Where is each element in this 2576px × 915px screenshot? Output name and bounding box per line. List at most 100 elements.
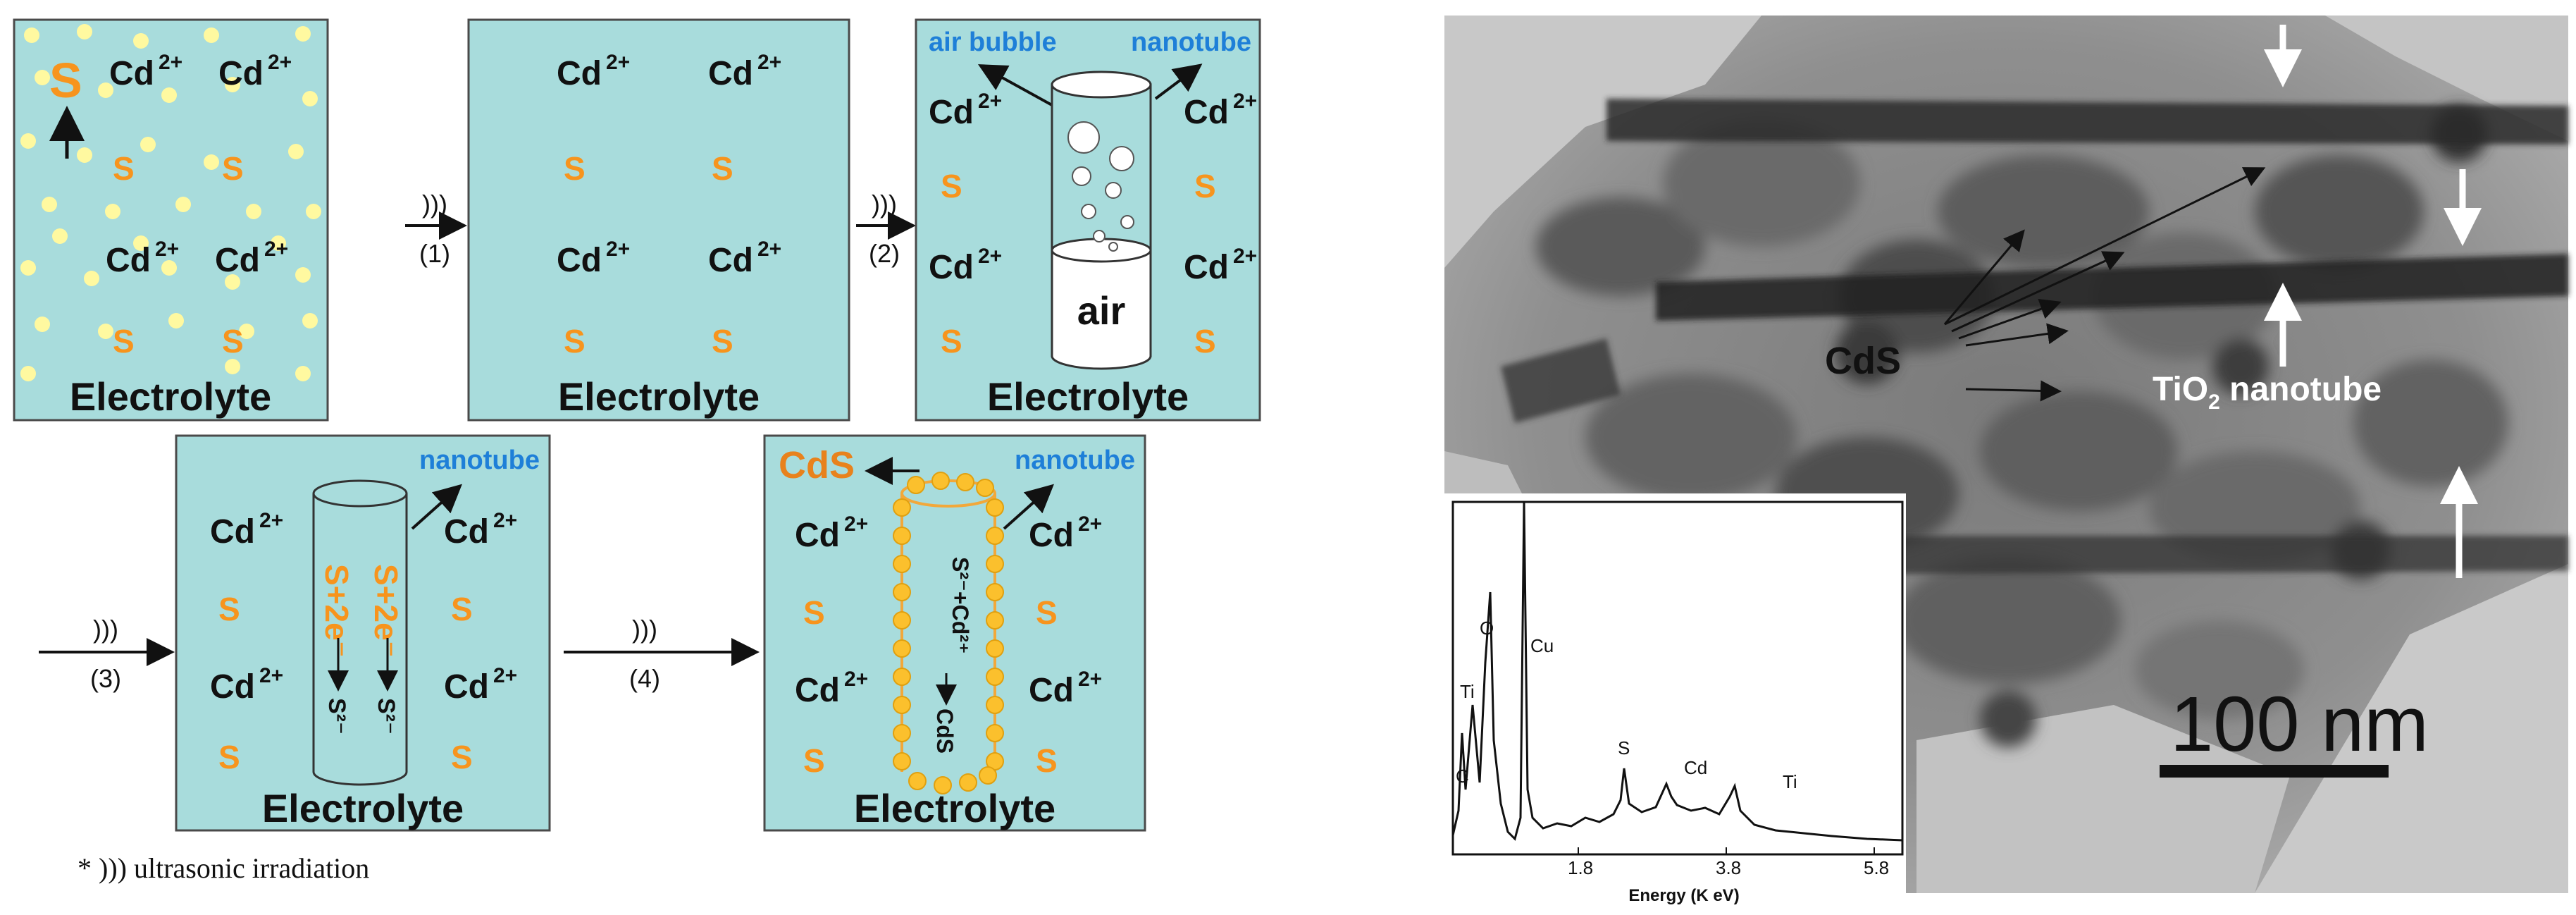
svg-text:(3): (3) xyxy=(90,664,121,693)
svg-text:Cd: Cd xyxy=(557,55,602,92)
svg-text:2+: 2+ xyxy=(757,238,781,261)
svg-text:Cd: Cd xyxy=(210,668,255,706)
cds-particles xyxy=(893,472,1004,794)
nanotube-label: nanotube xyxy=(419,446,540,475)
svg-text:Cd: Cd xyxy=(708,55,753,92)
reaction-product: S²⁻ xyxy=(373,698,400,735)
sulfur: S xyxy=(564,323,586,360)
eds-spectrum xyxy=(1451,501,1903,842)
sulfur: S xyxy=(222,150,244,187)
svg-text:Cd: Cd xyxy=(929,249,974,286)
svg-text:2+: 2+ xyxy=(259,509,283,532)
svg-text:Cd: Cd xyxy=(109,55,154,92)
electrolyte-label: Electrolyte xyxy=(987,374,1189,419)
svg-text:2+: 2+ xyxy=(757,51,781,74)
svg-text:2+: 2+ xyxy=(155,238,179,261)
svg-text:))): ))) xyxy=(93,615,118,644)
svg-text:1.8: 1.8 xyxy=(1568,857,1593,878)
sulfur: S xyxy=(941,168,962,204)
panel-5: CdS nanotube S²⁻+Cd²⁺ xyxy=(763,434,1146,832)
svg-text:2+: 2+ xyxy=(259,664,283,687)
eds-inset: C Ti O Cu S Cd Ti 1.8 3.8 5.8 Energy (K … xyxy=(1434,493,1906,909)
step-3: ))) (3) xyxy=(39,615,175,693)
svg-text:C: C xyxy=(1456,766,1469,787)
svg-text:2+: 2+ xyxy=(978,90,1002,113)
step-2: ))) (2) xyxy=(856,190,916,268)
svg-text:Cd: Cd xyxy=(795,672,840,709)
sulfur: S xyxy=(1194,323,1216,360)
eds-ticks: 1.8 3.8 5.8 xyxy=(1568,847,1889,878)
coated-nanotube: S²⁻+Cd²⁺ CdS xyxy=(893,472,1004,794)
dots-1 xyxy=(20,24,321,381)
svg-text:Cd: Cd xyxy=(444,668,489,706)
air-bubble-label: air bubble xyxy=(929,27,1057,57)
svg-text:2+: 2+ xyxy=(844,668,868,691)
svg-text:Cd: Cd xyxy=(929,94,974,131)
svg-text:Cd: Cd xyxy=(444,513,489,551)
svg-text:2+: 2+ xyxy=(264,238,288,261)
sulfur: S xyxy=(564,150,586,187)
svg-text:5.8: 5.8 xyxy=(1864,857,1889,878)
svg-text:Cd: Cd xyxy=(1684,757,1707,778)
electrolyte-label: Electrolyte xyxy=(262,786,464,830)
reaction-product: CdS xyxy=(932,708,958,754)
sulfur: S xyxy=(803,594,825,631)
sulfur: S xyxy=(712,323,733,360)
svg-text:Cd: Cd xyxy=(1184,249,1229,286)
step-4: ))) (4) xyxy=(564,615,760,693)
svg-text:O: O xyxy=(1480,618,1494,639)
eds-xlabel: Energy (K eV) xyxy=(1628,886,1739,905)
sulfur: S xyxy=(113,150,135,187)
electrolyte-label: Electrolyte xyxy=(558,374,760,419)
reaction-text: S²⁻+Cd²⁺ xyxy=(948,557,973,654)
sulfur: S xyxy=(941,323,962,360)
tio2-nanotubes xyxy=(1501,99,2568,575)
svg-text:(1): (1) xyxy=(419,239,450,268)
svg-text:2+: 2+ xyxy=(844,512,868,536)
svg-text:Cd: Cd xyxy=(557,242,602,279)
reaction-text: S+2e⁻ xyxy=(318,564,355,658)
svg-text:))): ))) xyxy=(632,615,657,644)
svg-text:2+: 2+ xyxy=(1233,245,1257,268)
scale-bar-label: 100 nm xyxy=(2170,681,2429,768)
svg-text:(2): (2) xyxy=(869,239,900,268)
svg-text:Ti: Ti xyxy=(1783,771,1797,792)
sulfur: S xyxy=(451,591,473,627)
step-1: ))) (1) xyxy=(405,190,467,268)
footnote: * ))) ultrasonic irradiation xyxy=(78,852,369,884)
svg-text:))): ))) xyxy=(872,190,897,219)
electrolyte-label: Electrolyte xyxy=(70,374,271,419)
nanotube-tube: S+2e⁻ S+2e⁻ S²⁻ S²⁻ xyxy=(312,479,408,786)
svg-text:2+: 2+ xyxy=(493,509,517,532)
svg-text:2+: 2+ xyxy=(1233,90,1257,113)
scale-bar xyxy=(2160,765,2389,778)
nanotube-tube: air xyxy=(1051,70,1152,370)
sulfur: S xyxy=(218,591,240,627)
sulfur: S xyxy=(222,323,244,360)
sulfur: S xyxy=(1036,742,1058,779)
svg-text:2+: 2+ xyxy=(606,238,630,261)
svg-text:Cd: Cd xyxy=(1029,672,1074,709)
sulfur: S xyxy=(712,150,733,187)
svg-text:Cd: Cd xyxy=(795,517,840,554)
